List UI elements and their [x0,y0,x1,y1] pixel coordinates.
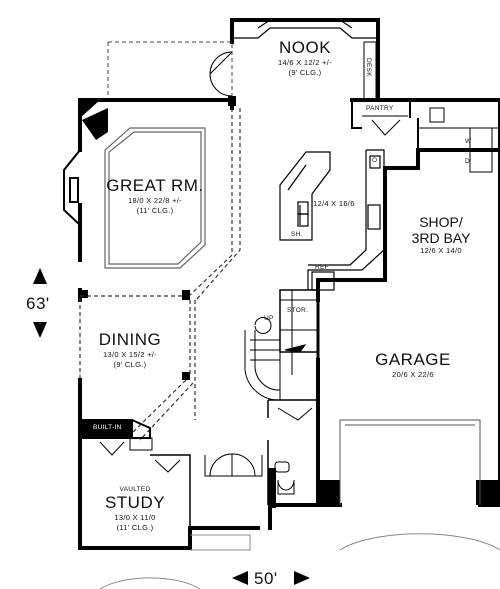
pantry-label: PANTRY [366,105,394,112]
washer-label: W [465,138,472,145]
kitchen-counter [307,149,385,290]
patio-outline [107,41,233,98]
patio-door [209,51,233,97]
shop-label: SHOP/ 3RD BAY 12/6 X 14/0 [398,214,484,256]
great-room-ceiling: (11' CLG.) [136,206,174,215]
great-room-size: 18/0 X 22/8 +/- [128,196,182,205]
shop-name-1: SHOP/ [419,214,463,230]
dashed-partitions [79,108,241,441]
dimension-arrows [33,268,310,585]
dining-label: DINING 13/0 X 15/2 +/- (9' CLG.) [90,330,170,370]
desk-counter [363,41,377,101]
width-dimension: 50' [254,569,278,588]
study-ceiling: (11' CLG.) [116,523,154,532]
garage-size: 20/6 X 22/6 [392,370,434,379]
study-pre: VAULTED [119,486,151,493]
study-closet [150,454,191,548]
exterior-walls [78,18,500,550]
dining-ceiling: (9' CLG.) [113,360,147,369]
garage-door [339,419,481,505]
nook-label: NOOK 14/6 X 12/2 +/- (9' CLG.) [265,38,345,78]
great-room-vault [104,127,206,269]
front-walk [99,533,500,589]
refrigerator [311,271,335,291]
kitchen-island [279,151,331,241]
built-in-label: BUILT-IN [93,424,122,431]
dining-size: 13/0 X 15/2 +/- [103,350,157,359]
built-in-cabinet [81,419,153,456]
entry-doors [204,453,263,477]
shop-size: 12/6 X 14/0 [420,246,462,255]
nook-bay-window [232,19,378,39]
wall-corners [80,96,498,508]
study-size: 13/0 X 11/0 [114,513,156,522]
garage-label: GARAGE 20/6 X 22/6 [368,350,458,380]
depth-dimension: 63' [26,294,50,313]
fireplace [63,149,81,226]
study-label: VAULTED STUDY 13/0 X 11/0 (11' CLG.) [100,486,170,533]
dryer-label: D [465,158,470,165]
nook-name: NOOK [278,38,332,57]
oven-label: O [372,157,378,164]
great-room-label: GREAT RM. 18/0 X 22/8 +/- (11' CLG.) [100,176,210,216]
dining-name: DINING [98,330,162,349]
desk-label: DESK [365,58,372,77]
sink-label: SH. [291,231,303,238]
pantry-laundry [351,100,500,173]
up-label: UP [264,315,274,322]
storage-label: STOR. [287,307,309,314]
kitchen-size: 12/4 X 16/6 [313,199,355,208]
storage-closet [279,289,319,353]
nook-size: 14/6 X 12/2 +/- [278,58,332,67]
great-room-name: GREAT RM. [106,176,204,195]
nook-ceiling: (9' CLG.) [288,68,322,77]
garage-name: GARAGE [375,350,451,369]
study-name: STUDY [104,493,166,512]
ref-label: REF [315,264,329,271]
shop-name-2: 3RD BAY [411,230,471,246]
